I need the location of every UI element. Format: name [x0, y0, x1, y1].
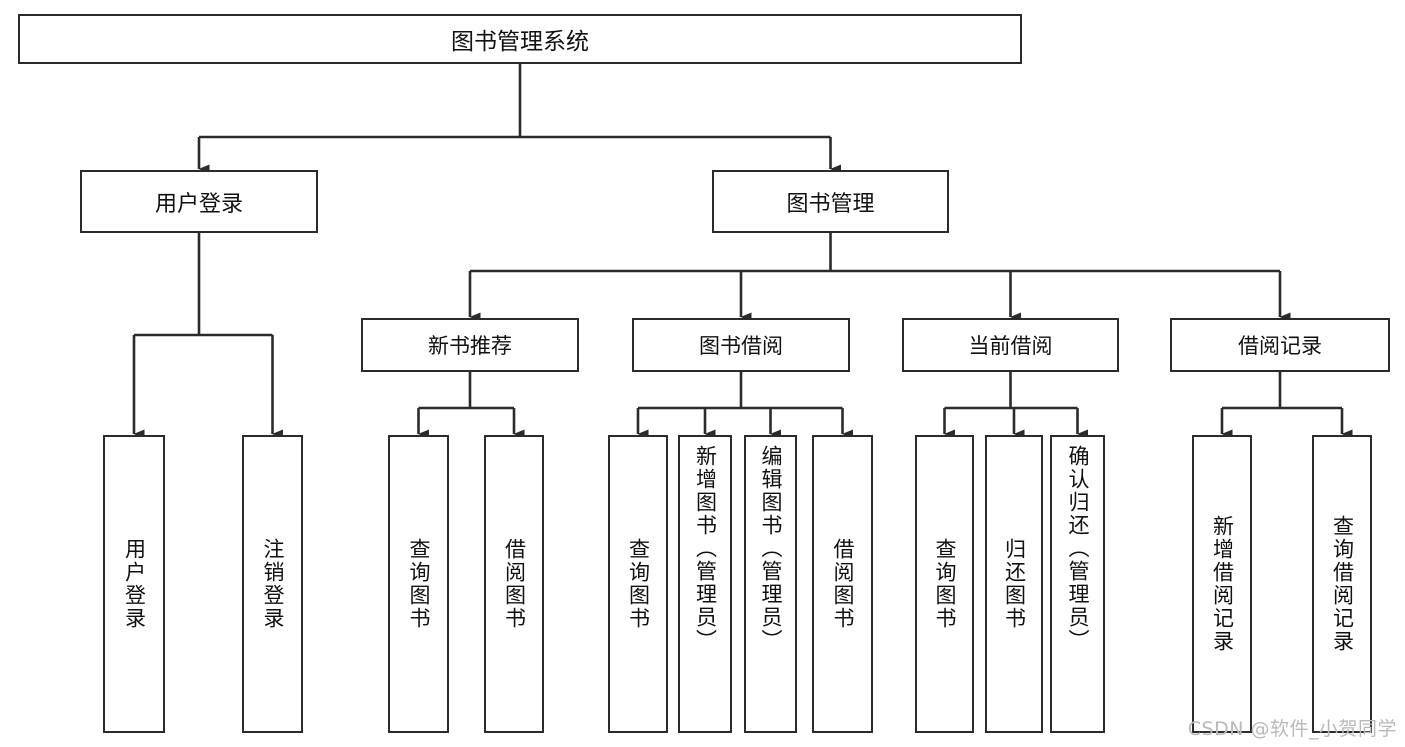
node-label: 查询借阅记录: [1330, 515, 1355, 653]
node-book-borrowing[interactable]: 图书借阅: [632, 318, 850, 372]
node-label: 借阅图书: [831, 538, 855, 630]
leaf-return-book[interactable]: 归还图书: [985, 435, 1043, 733]
leaf-query-book-borrowing[interactable]: 查询图书: [608, 435, 668, 733]
leaf-borrow-book-new-book[interactable]: 借阅图书: [484, 435, 544, 733]
node-label: 编辑图书（管理员）: [759, 445, 783, 652]
node-label: 注销登录: [261, 538, 285, 630]
node-borrowing-record[interactable]: 借阅记录: [1170, 318, 1390, 372]
node-book-management[interactable]: 图书管理: [712, 170, 949, 233]
node-label: 新书推荐: [428, 334, 512, 358]
leaf-query-borrowing-record[interactable]: 查询借阅记录: [1312, 435, 1372, 733]
node-label: 用户登录: [154, 191, 243, 217]
node-label: 新增图书（管理员）: [693, 445, 718, 652]
node-label: 图书管理: [786, 191, 875, 217]
node-label: 归还图书: [1002, 538, 1027, 630]
node-label: 借阅图书: [502, 538, 527, 630]
node-label: 查询图书: [933, 538, 957, 630]
leaf-borrow-book-borrowing[interactable]: 借阅图书: [812, 435, 873, 733]
node-user-login[interactable]: 用户登录: [80, 170, 318, 233]
node-book-management-system[interactable]: 图书管理系统: [18, 14, 1022, 64]
node-label: 图书借阅: [699, 334, 783, 358]
node-label: 查询图书: [407, 538, 431, 630]
leaf-add-book-admin[interactable]: 新增图书（管理员）: [678, 435, 732, 733]
leaf-query-book-current[interactable]: 查询图书: [915, 435, 974, 733]
node-label: 用户登录: [122, 538, 147, 630]
leaf-logout[interactable]: 注销登录: [242, 435, 303, 733]
leaf-user-login[interactable]: 用户登录: [103, 435, 165, 733]
leaf-confirm-return-admin[interactable]: 确认归还（管理员）: [1050, 435, 1105, 733]
leaf-query-book-new-book[interactable]: 查询图书: [388, 435, 449, 733]
node-label: 查询图书: [626, 538, 651, 630]
node-label: 图书管理系统: [451, 29, 589, 55]
watermark-text: CSDN @软件_小贺同学: [1187, 718, 1397, 740]
leaf-edit-book-admin[interactable]: 编辑图书（管理员）: [744, 435, 797, 733]
node-label: 新增借阅记录: [1210, 515, 1235, 653]
node-new-book-recommendation[interactable]: 新书推荐: [361, 318, 579, 372]
node-current-borrowing[interactable]: 当前借阅: [902, 318, 1119, 372]
node-label: 当前借阅: [968, 334, 1053, 358]
node-label: 借阅记录: [1238, 334, 1322, 358]
leaf-add-borrowing-record[interactable]: 新增借阅记录: [1192, 435, 1252, 733]
node-label: 确认归还（管理员）: [1066, 445, 1090, 652]
